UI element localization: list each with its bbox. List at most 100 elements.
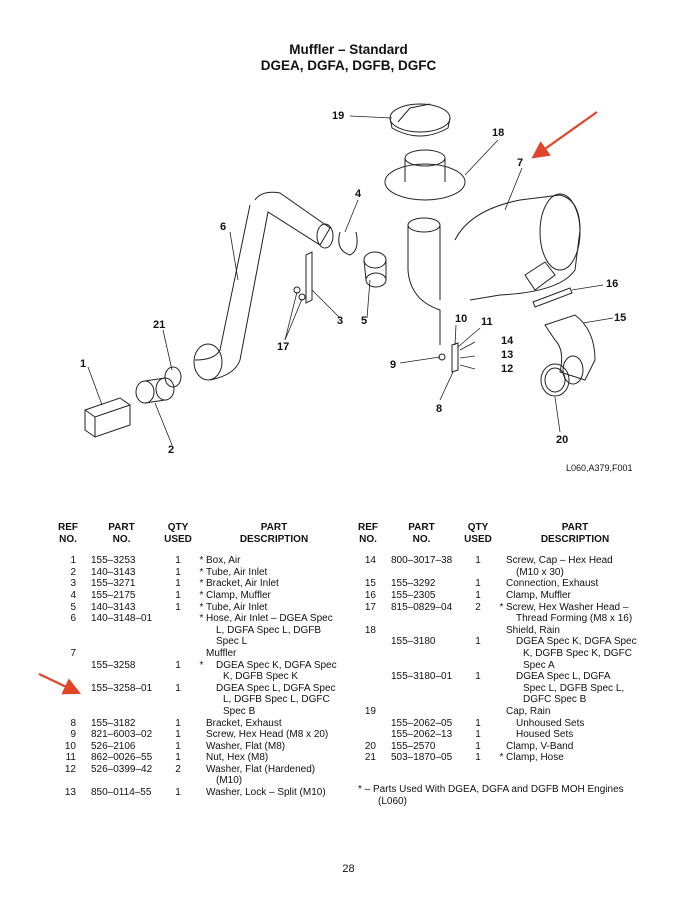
callout-5: 5 — [361, 315, 367, 327]
ref-cell: 8 — [70, 717, 76, 729]
description-line: DGEA Spec L, DGFA — [516, 671, 611, 683]
qty-cell: 1 — [475, 589, 481, 601]
description-line: Housed Sets — [516, 729, 574, 741]
asterisk-cell — [197, 648, 206, 660]
ref-cell — [52, 660, 84, 683]
ref-cell: 19 — [364, 705, 376, 717]
description-line: Screw, Cap – Hex Head — [506, 555, 613, 567]
description-line: Washer, Flat (Hardened) — [206, 763, 316, 775]
description-line: Nut, Hex (M8) — [206, 752, 269, 764]
description-cell: Clamp, Muffler — [506, 590, 644, 602]
description-line: K, DGFB Spec K — [223, 671, 299, 683]
qty-cell: 1 — [175, 752, 181, 764]
description-cell: Clamp, Muffler — [206, 590, 342, 602]
part-number-cell: 155–2062–13 — [391, 729, 453, 741]
description-line: Muffler — [206, 647, 237, 659]
annotation-arrow-top — [531, 111, 598, 159]
exhaust-connection-drawing — [544, 314, 596, 385]
description-line: Washer, Flat (M8) — [206, 740, 286, 752]
callout-13: 13 — [501, 349, 513, 361]
asterisk-cell: * — [499, 752, 504, 764]
qty-cell: 1 — [175, 589, 181, 601]
asterisk-cell — [197, 683, 206, 718]
asterisk-cell: * — [199, 566, 204, 578]
qty-cell: 1 — [175, 682, 181, 694]
qty-cell: 1 — [475, 636, 481, 648]
qty-cell: 1 — [475, 671, 481, 683]
ref-cell: 5 — [70, 601, 76, 613]
part-number-cell: 155–3253 — [91, 555, 136, 567]
ref-cell: 18 — [364, 624, 376, 636]
description-cell: Unhoused Sets — [506, 718, 644, 730]
ref-cell — [352, 636, 384, 671]
description-cell: Bracket, Exhaust — [206, 718, 342, 730]
qty-cell: 1 — [475, 729, 481, 741]
description-line: Thread Forming (M8 x 16) — [516, 613, 633, 625]
description-cell: Cap, Rain — [506, 706, 644, 718]
description-line: Clamp, V-Band — [506, 740, 574, 752]
qty-cell: 1 — [175, 566, 181, 578]
callout-6: 6 — [220, 221, 226, 233]
qty-cell — [159, 648, 197, 660]
part-number-cell: 850–0114–55 — [91, 787, 152, 799]
tube-5-drawing — [363, 251, 387, 288]
description-line: Spec B — [223, 705, 256, 717]
ref-cell: 16 — [364, 589, 376, 601]
description-cell: Screw, Cap – Hex Head(M10 x 30) — [506, 555, 644, 578]
qty-cell: 1 — [175, 578, 181, 590]
asterisk-cell: * — [199, 555, 204, 567]
description-cell: Housed Sets — [506, 729, 644, 741]
rain-cap-drawing — [389, 103, 451, 137]
ref-cell: 17 — [364, 601, 376, 613]
asterisk-cell: * — [499, 601, 504, 613]
qty-cell: 1 — [475, 578, 481, 590]
part-number-cell: 155–3182 — [91, 717, 136, 729]
footnote: * – Parts Used With DGEA, DGFA and DGFB … — [358, 784, 624, 808]
description-line: Hose, Air Inlet – DGEA Spec — [206, 613, 333, 625]
asterisk-cell — [497, 636, 506, 671]
description-line: Tube, Air Inlet — [206, 601, 268, 613]
description-line: Screw, Hex Washer Head – — [506, 601, 629, 613]
asterisk-cell: * — [199, 589, 204, 601]
air-box-drawing — [84, 397, 131, 438]
callout-3: 3 — [337, 315, 343, 327]
description-cell: Clamp, Hose — [506, 752, 644, 764]
callout-2: 2 — [168, 444, 174, 456]
qty-cell: 2 — [475, 601, 481, 613]
description-cell: Bracket, Air Inlet — [206, 578, 342, 590]
callout-20: 20 — [556, 434, 568, 446]
qty-cell: 1 — [175, 740, 181, 752]
rain-shield-drawing — [384, 149, 466, 201]
callout-10: 10 — [455, 313, 467, 325]
callout-12: 12 — [501, 363, 513, 375]
asterisk-cell: * — [199, 578, 204, 590]
description-line: Clamp, Hose — [506, 752, 564, 764]
ref-cell: 6 — [70, 613, 76, 625]
part-number-cell: 821–6003–02 — [91, 729, 153, 741]
figure-reference: L060,A379,F001 — [566, 463, 633, 473]
description-line: DGEA Spec K, DGFA Spec — [516, 636, 637, 648]
description-line: Connection, Exhaust — [506, 578, 599, 590]
callout-9: 9 — [390, 359, 396, 371]
bracket-3-drawing — [305, 251, 313, 304]
qty-cell: 2 — [175, 763, 181, 775]
footnote-line1: * – Parts Used With DGEA, DGFA and DGFB … — [358, 784, 624, 795]
